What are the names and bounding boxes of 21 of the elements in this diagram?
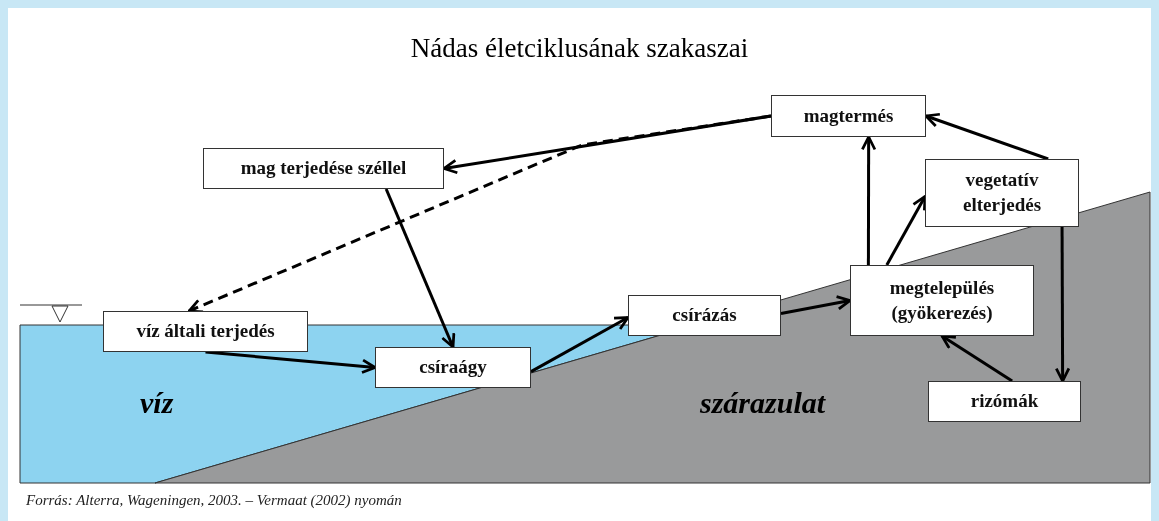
stage-box: megtelepülés (gyökerezés) bbox=[850, 265, 1034, 336]
stage-box: víz általi terjedés bbox=[103, 311, 308, 352]
title: Nádas életciklusának szakaszai bbox=[409, 32, 750, 65]
area-label: víz bbox=[140, 385, 174, 421]
stage-box: magtermés bbox=[771, 95, 926, 137]
arrow bbox=[205, 350, 377, 374]
stage-box: csírázás bbox=[628, 295, 781, 336]
stage-box: csíraágy bbox=[375, 347, 531, 388]
arrow bbox=[940, 334, 1013, 383]
arrow bbox=[861, 135, 877, 265]
arrow bbox=[530, 316, 630, 373]
stage-box: vegetatív elterjedés bbox=[925, 159, 1079, 227]
arrow bbox=[780, 295, 852, 315]
arrow bbox=[924, 112, 1049, 161]
arrow bbox=[384, 188, 456, 349]
stage-box: mag terjedése széllel bbox=[203, 148, 444, 189]
source-caption: Forrás: Alterra, Wageningen, 2003. – Vermaat (2002) nyomán bbox=[26, 491, 402, 510]
arrow bbox=[885, 195, 927, 266]
arrow bbox=[1054, 227, 1071, 383]
stage-box: rizómák bbox=[928, 381, 1081, 422]
area-label: szárazulat bbox=[700, 385, 826, 421]
